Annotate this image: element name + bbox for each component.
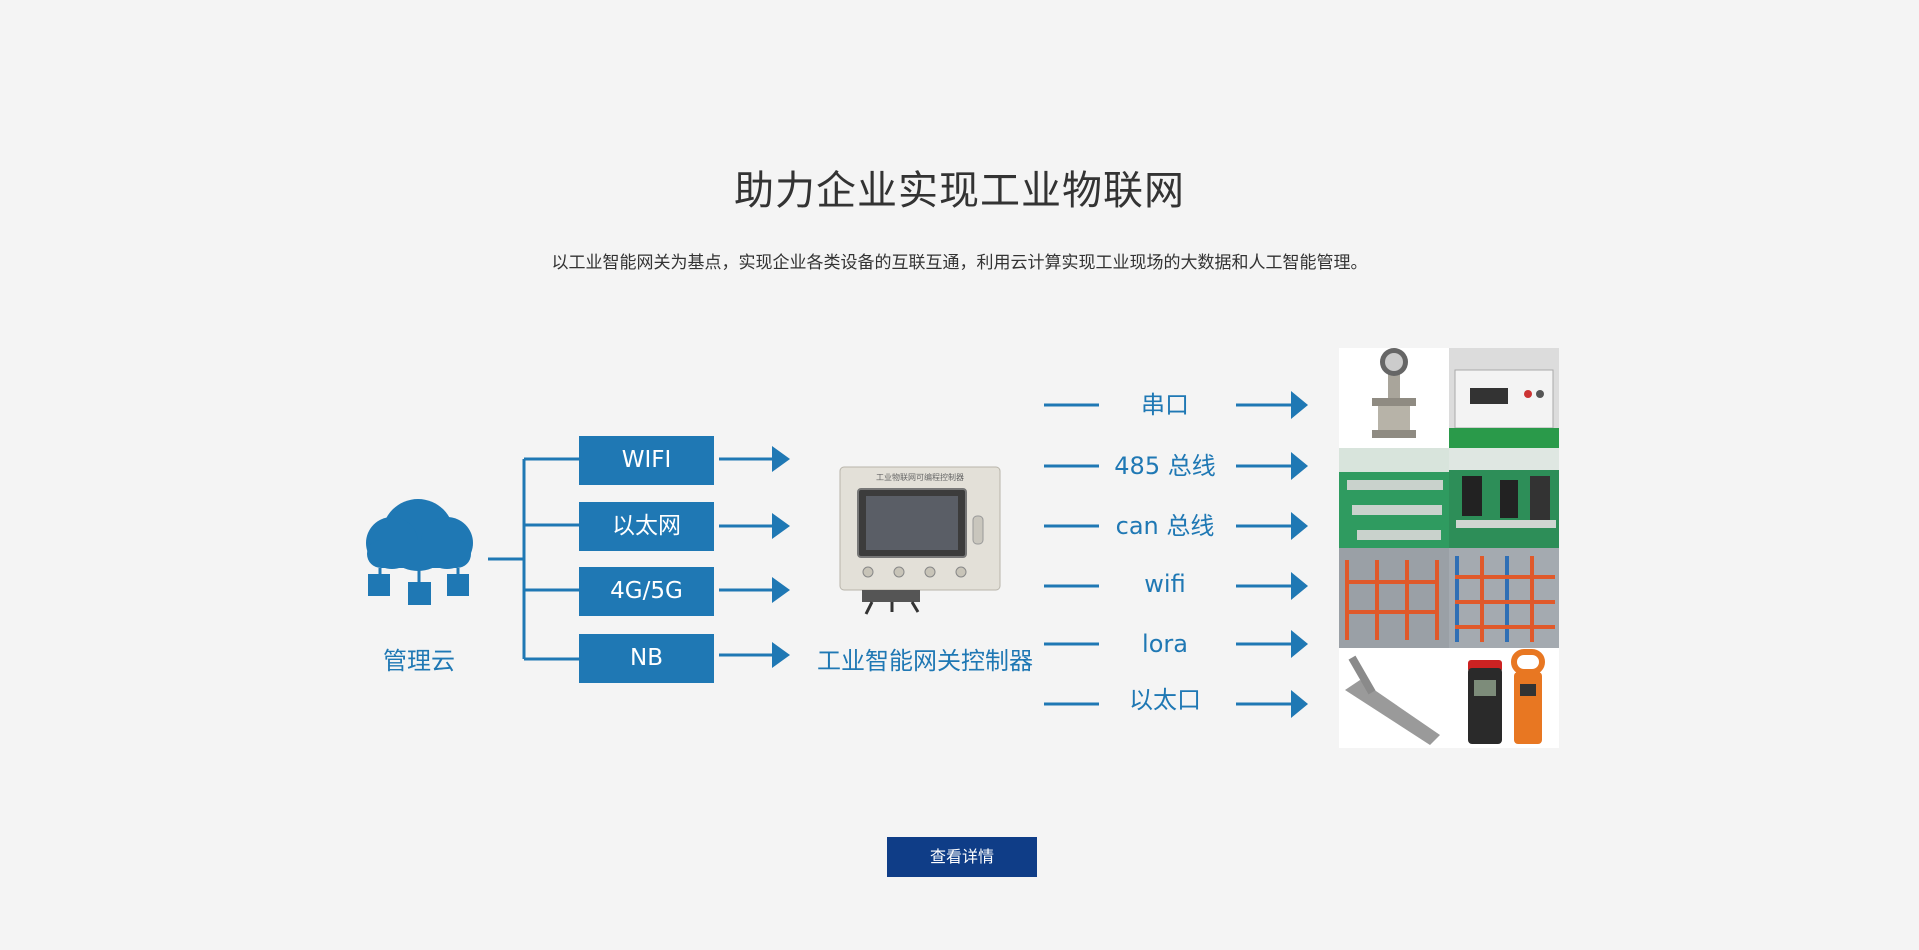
network-box-nb: NB xyxy=(579,634,714,683)
protocol-can-bus: can 总线 xyxy=(1115,512,1215,540)
device-photo-grid xyxy=(1339,348,1559,748)
gateway-device-image: 工业物联网可编程控制器 xyxy=(839,466,1001,615)
section-subtitle: 以工业智能网关为基点，实现企业各类设备的互联互通，利用云计算实现工业现场的大数据… xyxy=(551,253,1368,273)
view-details-button[interactable]: 查看详情 xyxy=(887,837,1037,877)
cloud-label: 管理云 xyxy=(383,647,455,675)
control-cabinet-photo xyxy=(1449,348,1559,448)
warehouse-shelves-photo-2 xyxy=(1449,548,1559,648)
flow-meter-photo xyxy=(1339,348,1449,448)
network-box-ethernet: 以太网 xyxy=(579,502,714,551)
protocol-wifi: wifi xyxy=(1144,570,1186,598)
gateway-label: 工业智能网关控制器 xyxy=(817,647,1033,675)
protocol-485-bus: 485 总线 xyxy=(1114,452,1216,480)
warehouse-shelves-photo-1 xyxy=(1339,548,1449,648)
assembly-line-photo-2 xyxy=(1449,448,1559,548)
measuring-tools-photo xyxy=(1339,648,1559,748)
protocol-lora: lora xyxy=(1142,630,1188,658)
gateway-panel-text: 工业物联网可编程控制器 xyxy=(876,472,964,482)
cloud-network-icon xyxy=(366,499,473,605)
assembly-line-photo-1 xyxy=(1339,448,1449,548)
protocol-serial: 串口 xyxy=(1141,391,1189,419)
protocol-ethernet-port: 以太口 xyxy=(1129,686,1201,714)
section-title: 助力企业实现工业物联网 xyxy=(734,168,1185,214)
protocol-arrows xyxy=(1044,391,1308,718)
cloud-connector xyxy=(488,457,579,661)
network-arrows xyxy=(719,446,790,668)
network-box-4g5g: 4G/5G xyxy=(579,567,714,616)
network-box-wifi: WIFI xyxy=(579,436,714,485)
